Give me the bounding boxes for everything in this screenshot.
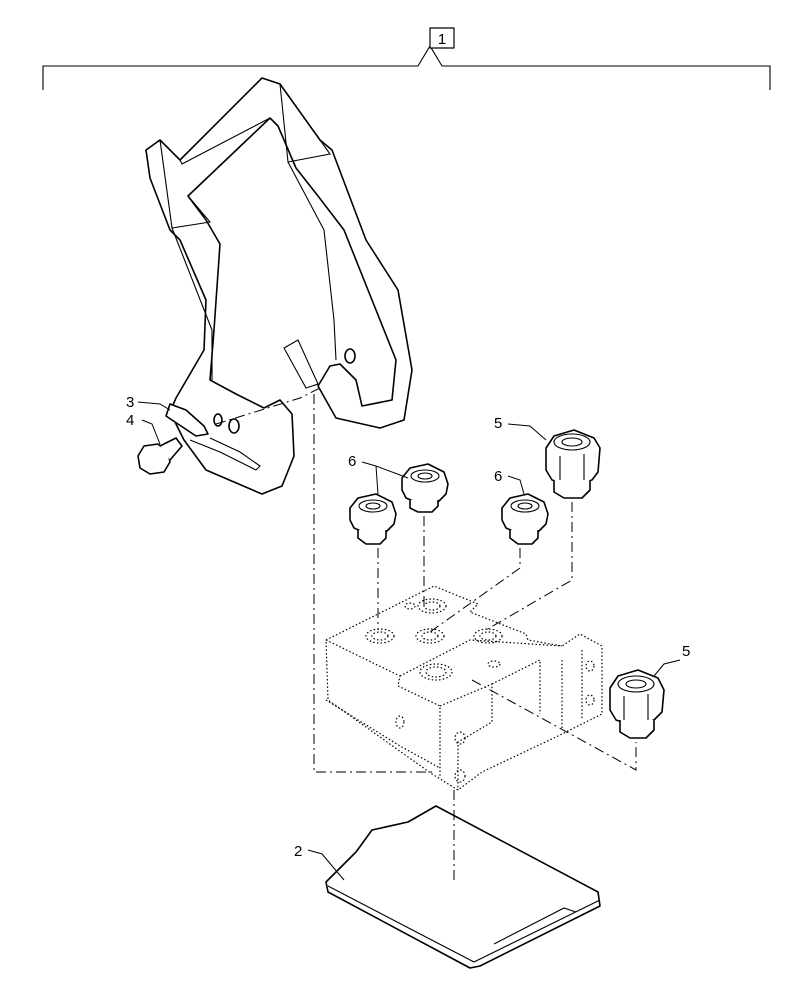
- callout-1: 1: [438, 31, 446, 48]
- plate-part-2: 2: [294, 805, 601, 969]
- small-nut-right-part-6: 6: [494, 468, 549, 545]
- callout-2: 2: [294, 843, 302, 860]
- callout-5-top: 5: [494, 415, 502, 432]
- bolt-part-4: 4: [126, 412, 183, 475]
- washer-part-3: 3: [126, 394, 209, 437]
- small-nut-center-part-6: [401, 463, 449, 513]
- manifold-block: [325, 585, 603, 791]
- callout-6-left: 6: [348, 453, 356, 470]
- large-nut-right-part-5: 5: [609, 643, 690, 739]
- callout-6-right: 6: [494, 468, 502, 485]
- callout-5-right: 5: [682, 643, 690, 660]
- assembly-center-lines: [215, 387, 637, 884]
- assembly-bracket: 1: [42, 27, 771, 90]
- callout-3: 3: [126, 394, 134, 411]
- large-nut-top-part-5: 5: [494, 415, 601, 499]
- small-nut-left-part-6: 6: [348, 453, 409, 545]
- coupler-hook: [145, 77, 413, 495]
- callout-4: 4: [126, 412, 134, 429]
